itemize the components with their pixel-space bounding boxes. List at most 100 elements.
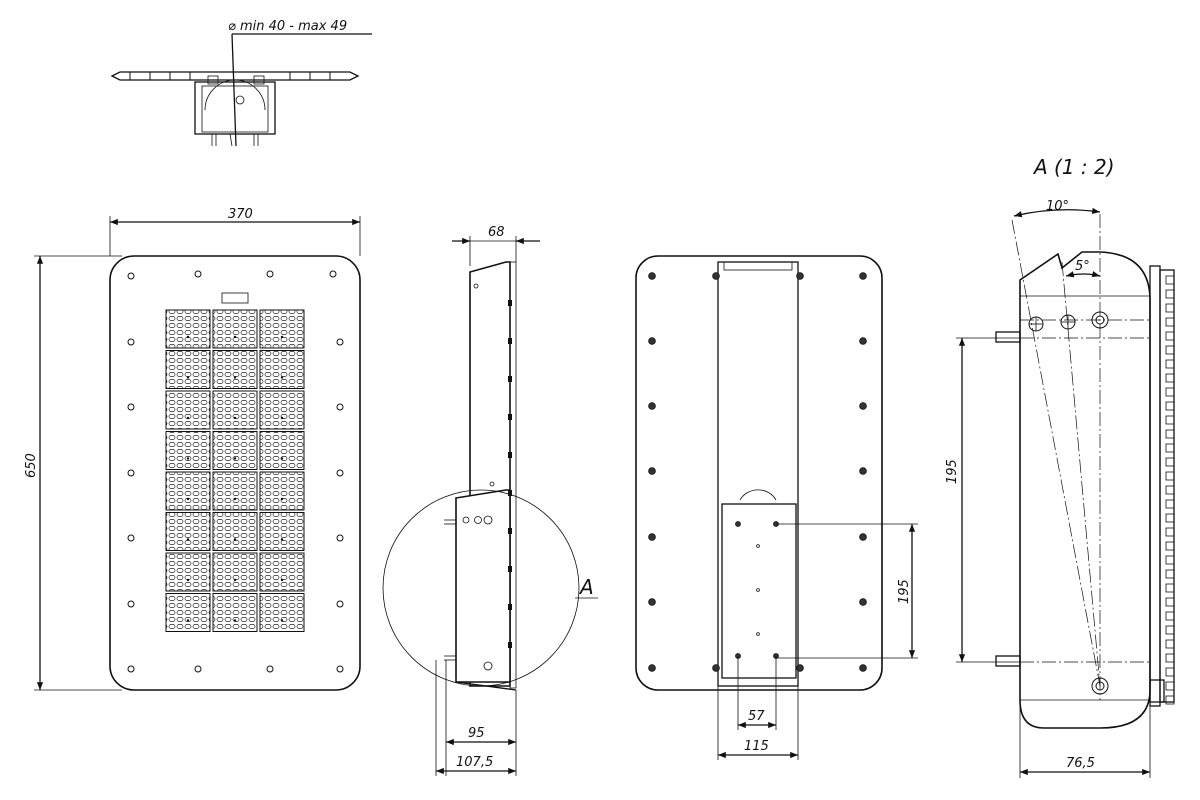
led-module-dot xyxy=(186,578,190,582)
fin-tooth xyxy=(1165,597,1175,607)
width-label: 370 xyxy=(228,207,253,222)
fin-tooth xyxy=(1165,639,1175,649)
fin-tooth xyxy=(1165,681,1175,691)
front-screw-hole xyxy=(194,665,202,673)
fin-tooth xyxy=(1165,387,1175,397)
led-module xyxy=(212,431,258,470)
detail-housing xyxy=(1019,251,1151,729)
fin-tooth xyxy=(1165,457,1175,467)
front-screw-hole xyxy=(127,403,135,411)
fin-tooth xyxy=(1165,499,1175,509)
top-depth-label: 68 xyxy=(488,225,505,240)
back-screw-hole xyxy=(712,272,720,280)
led-module xyxy=(165,512,211,551)
led-module-dot xyxy=(186,538,190,541)
fin-tooth xyxy=(1165,415,1175,425)
led-module xyxy=(259,512,305,551)
front-screw-hole xyxy=(127,469,135,477)
fin-tooth xyxy=(1165,555,1175,565)
led-module xyxy=(165,471,211,511)
led-module-dot xyxy=(280,416,284,420)
top-view-housing xyxy=(110,71,360,81)
led-module-dot xyxy=(280,578,284,582)
bracket-width-label: 115 xyxy=(744,739,769,754)
led-module xyxy=(165,593,211,632)
back-screw-hole xyxy=(648,598,656,606)
back-screw-hole xyxy=(648,337,656,345)
total-depth-label: 107,5 xyxy=(456,755,493,770)
front-screw-hole xyxy=(127,534,135,542)
back-screw-hole xyxy=(712,664,720,672)
back-screw-hole xyxy=(648,664,656,672)
led-module-dot xyxy=(186,619,190,622)
front-screw-hole xyxy=(336,665,344,673)
led-module-dot xyxy=(280,335,284,339)
led-module-dot xyxy=(233,376,237,379)
back-view: 195 57 115 xyxy=(635,255,918,760)
top-view: ⌀ min 40 - max 49 xyxy=(110,19,372,147)
detail-height-label: 195 xyxy=(945,459,960,484)
front-screw-hole xyxy=(336,469,344,477)
led-module-dot xyxy=(186,497,190,501)
detail-a-circle xyxy=(382,489,580,687)
diameter-label: ⌀ min 40 - max 49 xyxy=(228,19,347,34)
led-module-dot xyxy=(186,335,190,339)
detail-view: A (1 : 2) 10° 5° xyxy=(945,155,1175,778)
fin-tooth xyxy=(1165,653,1175,663)
back-screw-hole xyxy=(648,402,656,410)
led-module xyxy=(259,552,305,592)
fin-tooth xyxy=(1165,611,1175,621)
led-module xyxy=(212,390,258,430)
fin-tooth xyxy=(1165,373,1175,383)
led-module-dot xyxy=(186,457,190,460)
side-stud xyxy=(508,414,512,420)
led-module-dot xyxy=(280,538,284,541)
led-module xyxy=(212,512,258,551)
side-view-studs xyxy=(508,300,512,648)
side-stud xyxy=(508,300,512,306)
led-module xyxy=(259,593,305,632)
back-screw-hole xyxy=(648,467,656,475)
angle-small-label: 5° xyxy=(1075,259,1090,274)
led-module-grid xyxy=(165,309,305,632)
side-stud xyxy=(508,604,512,610)
led-module-dot xyxy=(280,376,284,379)
side-view-bracket xyxy=(455,489,511,683)
fin-tooth xyxy=(1165,471,1175,481)
led-module xyxy=(259,350,305,389)
led-module-dot xyxy=(233,619,237,622)
detail-depth-label: 76,5 xyxy=(1066,756,1095,771)
height-label: 650 xyxy=(24,453,39,478)
led-module xyxy=(259,390,305,430)
front-view-label-plate xyxy=(221,292,249,304)
side-stud xyxy=(508,376,512,382)
led-module-dot xyxy=(280,497,284,501)
led-module xyxy=(165,431,211,470)
fin-tooth xyxy=(1165,317,1175,327)
side-stud xyxy=(508,642,512,648)
fin-tooth xyxy=(1165,583,1175,593)
fin-tooth xyxy=(1165,275,1175,285)
led-module xyxy=(165,309,211,349)
fin-tooth xyxy=(1165,331,1175,341)
back-screw-hole xyxy=(796,664,804,672)
led-module-dot xyxy=(233,538,237,541)
back-screw-hole xyxy=(859,598,867,606)
detail-a-ref: A xyxy=(578,575,594,599)
back-screw-hole xyxy=(859,467,867,475)
side-stud xyxy=(508,566,512,572)
bolt-spacing-label: 57 xyxy=(748,709,765,724)
bracket-height-label: 195 xyxy=(897,579,912,604)
front-screw-holes xyxy=(127,270,344,673)
front-screw-hole xyxy=(266,270,274,278)
led-module-dot xyxy=(186,416,190,420)
led-module-dot xyxy=(280,457,284,460)
fin-tooth xyxy=(1165,541,1175,551)
led-module xyxy=(259,431,305,470)
led-module xyxy=(212,552,258,592)
led-module xyxy=(212,350,258,389)
front-view: 370 650 xyxy=(24,207,361,691)
led-module xyxy=(165,350,211,389)
fin-tooth xyxy=(1165,527,1175,537)
back-screw-hole xyxy=(859,272,867,280)
